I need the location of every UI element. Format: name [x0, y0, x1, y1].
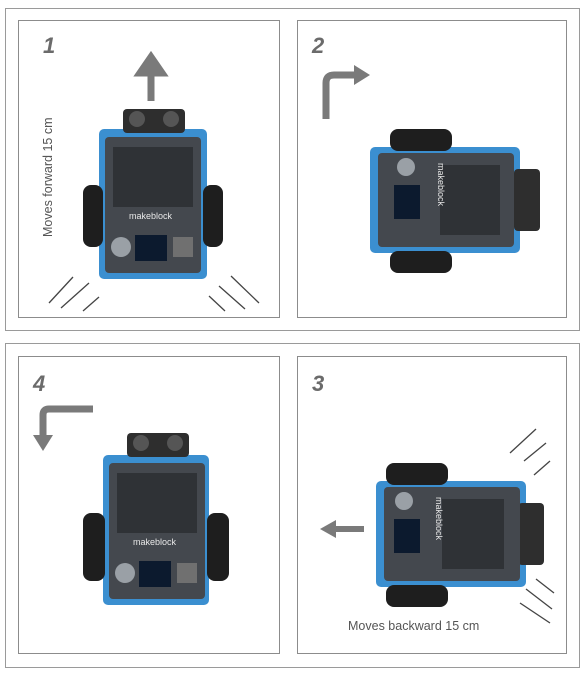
step-3-motion-lines-icon: [509, 428, 555, 624]
step-3-robot-brand: makeblock: [434, 497, 444, 541]
step-3-arrow-left-icon: [320, 520, 364, 538]
step-2-panel: 2 makeblock: [297, 20, 567, 318]
step-3-caption: Moves backward 15 cm: [348, 619, 480, 633]
step-1-robot-brand: makeblock: [129, 211, 173, 221]
step-3-panel: 3 Moves backward 15 cm makeblock: [297, 356, 567, 654]
step-4-robot-brand: makeblock: [133, 537, 177, 547]
step-1-panel: 1 Moves forward 15 cm makeblock: [18, 20, 280, 318]
step-4-turn-left-arrow-icon: [33, 405, 93, 451]
step-4-robot: makeblock: [83, 433, 229, 605]
step-2-turn-right-arrow-icon: [322, 65, 370, 119]
step-3-number: 3: [312, 371, 325, 396]
step-1-number: 1: [43, 33, 56, 58]
step-2-robot-brand: makeblock: [436, 163, 446, 207]
step-2-number: 2: [312, 33, 325, 58]
step-1-robot: makeblock: [83, 109, 223, 279]
step-3-robot: makeblock: [376, 463, 544, 607]
step-1-arrow-up-icon: [133, 50, 169, 101]
step-2-robot: makeblock: [370, 129, 540, 273]
step-1-motion-lines-icon: [48, 275, 260, 312]
step-4-number: 4: [33, 371, 46, 396]
step-4-panel: 4 makeblock: [18, 356, 280, 654]
